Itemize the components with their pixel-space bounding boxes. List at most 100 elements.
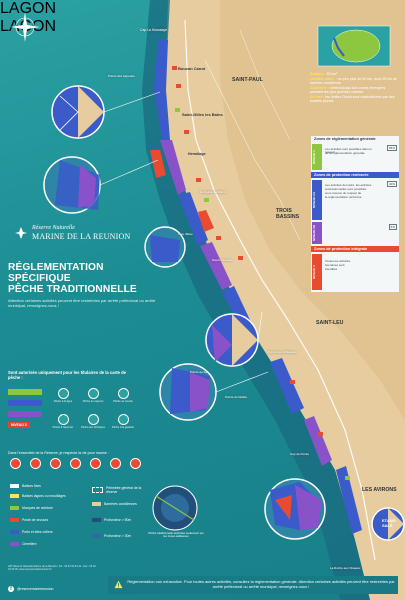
zone-general-header: Zones de réglementation générale	[311, 136, 399, 142]
zone-integ-header: Zones de protection intégrale	[311, 246, 399, 252]
side-renf-a: NIVEAU 2A	[312, 180, 322, 220]
info-cote-key: Côté terre :	[310, 85, 330, 90]
inset-circle-6	[264, 478, 326, 540]
inset-circle-5	[159, 363, 217, 421]
label-trou-deau: Trou d'Eau	[178, 232, 193, 236]
place-saint-paul: SAINT-PAUL	[232, 77, 263, 83]
footer-banner: Réglementation non exhaustive. Pour tout…	[108, 576, 398, 594]
zone-renf-line-2: professionnelles sont possibles	[325, 187, 367, 191]
zone-blue-5	[336, 466, 362, 534]
place-etang-sale: ETANG SALÉ	[382, 518, 396, 528]
zone-integ-line-2: humaines sont	[325, 263, 345, 267]
inset-circle-1	[51, 85, 105, 139]
respect-heading: Dans l'ensemble de la Réserve, je respec…	[8, 451, 109, 455]
title-line-1: RÉGLEMENTATION SPÉCIFIQUE	[8, 262, 104, 284]
icon-cap-6: Pêche à la gaulette	[111, 426, 135, 429]
zone-general-body: NIVEAU 1 Les activités sont possibles da…	[311, 142, 399, 172]
info-surface: 35 km²	[326, 72, 338, 76]
label-souris-chaude: Souris Chaude	[212, 258, 232, 262]
inset-circle-7	[371, 507, 405, 541]
compass-rose-icon	[10, 12, 40, 42]
no-spearfishing-icon	[90, 458, 101, 469]
no-jetski-icon	[130, 458, 141, 469]
side-general: NIVEAU 1	[312, 144, 322, 170]
zone-integ-line-3: interdites	[325, 267, 338, 271]
fishing-line-icon	[58, 388, 69, 399]
label-cap-de-pointe: Cap de Pointe	[290, 452, 310, 456]
label-roche-aux-oiseaux: La Roche aux Oiseaux	[330, 566, 361, 570]
niveau-3-badge: NIVEAU 3	[8, 422, 30, 428]
reserve-brand: Réserve Naturelle MARINE DE LA REUNION	[14, 225, 130, 241]
info-mer: les limites Ouest sont matérialisées par…	[310, 94, 395, 104]
legend-cimetiere: Cimetière	[10, 542, 37, 546]
zone-purple-3	[304, 416, 332, 466]
no-feeding-icon	[50, 458, 61, 469]
reserve-info-panel: Surface : 35 km² Linéaire côtier : un pe…	[310, 72, 398, 104]
info-surface-key: Surface :	[310, 72, 326, 76]
info-mer-key: En mer :	[310, 94, 325, 99]
icon-cap-1: Pêche à la ligne	[53, 400, 73, 403]
peche-trad-caption: Pêche traditionnelle autorisée seulement…	[148, 531, 204, 539]
zone-red-2	[198, 210, 214, 232]
zone-renf-header: Zones de protection renforcée	[311, 172, 399, 178]
legend-prof30: Profondeur > 30m	[92, 534, 131, 538]
place-les-avirons: LES AVIRONS	[362, 487, 397, 493]
legend-perimetre: Périmètre général de la réserve	[92, 486, 152, 494]
zone-purple-2	[200, 242, 232, 290]
label-pointe-des-chateaux: Pointe des Châteaux	[268, 350, 296, 354]
bichique-fishing-icon	[88, 414, 99, 425]
info-cote: s'étend jusqu'aux zones émergées pendant…	[310, 85, 386, 95]
zone-integ-body: NIVEAU 3 Toutes les activités humaines s…	[311, 252, 399, 292]
zone-general-line-2: de la réglementation générale	[325, 151, 365, 155]
icon-cap-3: Pêche au zourite	[113, 400, 133, 403]
lagon-label-1: LAGON	[0, 0, 57, 17]
icon-cap-2: Pêche au capucin	[82, 400, 104, 403]
legend-balises-lagon: Balises lagons ou mouillages	[10, 494, 66, 498]
inset-circle-3	[144, 226, 186, 268]
main-road	[184, 19, 376, 561]
label-la-saline: La Saline les Bains	[200, 190, 226, 194]
no-anchoring-icon	[10, 458, 21, 469]
label-boucan-canot: Boucan Canot	[178, 66, 206, 71]
authorised-heading: Sont autorisés uniquement pour les titul…	[8, 370, 126, 380]
inset-circle-2	[43, 156, 101, 214]
zone-red	[150, 150, 166, 178]
label-pointe-des-aigrettes: Pointe des Aigrettes	[108, 74, 135, 78]
swatch-green	[8, 389, 42, 395]
zone-blue	[154, 40, 170, 140]
legend-poste: Poste de secours	[10, 518, 48, 522]
zone-renf-pct-1: 40%	[386, 181, 397, 187]
no-coral-picking-icon	[30, 458, 41, 469]
warning-icon	[114, 580, 123, 589]
bottom-legend: Balises fixes Balises lagons ou mouillag…	[6, 482, 186, 564]
swatch-blue	[8, 400, 42, 406]
label-hermitage: Hermitage	[188, 152, 206, 156]
place-saint-leu: SAINT-LEU	[316, 320, 344, 326]
capucin-fishing-icon	[88, 388, 99, 399]
reunion-mini-map	[317, 25, 391, 67]
no-litter-icon	[110, 458, 121, 469]
legend-prof50: Profondeur > 50m	[92, 518, 131, 522]
road-2	[204, 59, 301, 241]
zone-general-line-1: Les activités sont possibles dans le res…	[325, 147, 372, 155]
zone-renf-line-3: sous réserve du respect de	[325, 191, 362, 195]
title-note: Attention certaines activités peuvent êt…	[8, 298, 156, 308]
facebook-icon: f	[8, 586, 14, 592]
brand-marine: MARINE DE LA REUNION	[32, 232, 131, 241]
facebook-link[interactable]: f @reservemarinereunion	[8, 586, 53, 592]
zone-blue-2	[178, 192, 208, 246]
footer-text: Réglementation non exhaustive. Pour tout…	[127, 579, 395, 589]
inset-circle-4	[205, 313, 259, 367]
facebook-handle: @reservemarinereunion	[17, 587, 54, 591]
zones-panel: Zones de réglementation générale NIVEAU …	[311, 136, 399, 294]
credits: GIP Réserve Naturelle Marine de la Réuni…	[8, 565, 96, 572]
cast-net-icon	[58, 414, 69, 425]
label-pointe-au-sel: Pointe au Sel	[190, 370, 208, 374]
gaulette-fishing-icon	[118, 414, 129, 425]
legend-ports: Ports et sites côtiers	[10, 530, 53, 534]
swatch-purple	[8, 411, 42, 417]
side-integ: NIVEAU 3	[312, 254, 322, 290]
title-block: RÉGLEMENTATION SPÉCIFIQUE PÊCHE TRADITIO…	[8, 262, 168, 308]
label-pointe-du-diable: Pointe du Diable	[225, 395, 248, 399]
label-saint-gilles: Saint-Gilles les Bains	[182, 112, 223, 117]
